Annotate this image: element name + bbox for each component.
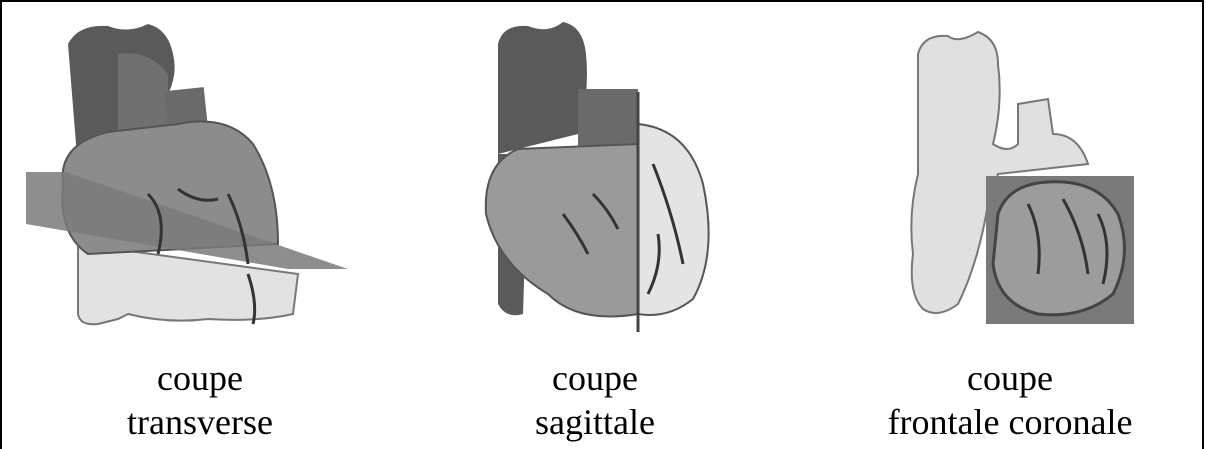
caption-line-1: coupe — [830, 356, 1190, 400]
caption-line-2: frontale coronale — [830, 400, 1190, 444]
heart-sagittal-illustration — [478, 14, 728, 334]
heart-coronal-illustration — [898, 14, 1148, 334]
caption-sagittal: coupe sagittale — [455, 356, 735, 444]
caption-line-1: coupe — [60, 356, 340, 400]
caption-line-2: sagittale — [455, 400, 735, 444]
heart-transverse-illustration — [18, 14, 348, 334]
caption-line-1: coupe — [455, 356, 735, 400]
caption-coronal: coupe frontale coronale — [830, 356, 1190, 444]
caption-transverse: coupe transverse — [60, 356, 340, 444]
caption-line-2: transverse — [60, 400, 340, 444]
